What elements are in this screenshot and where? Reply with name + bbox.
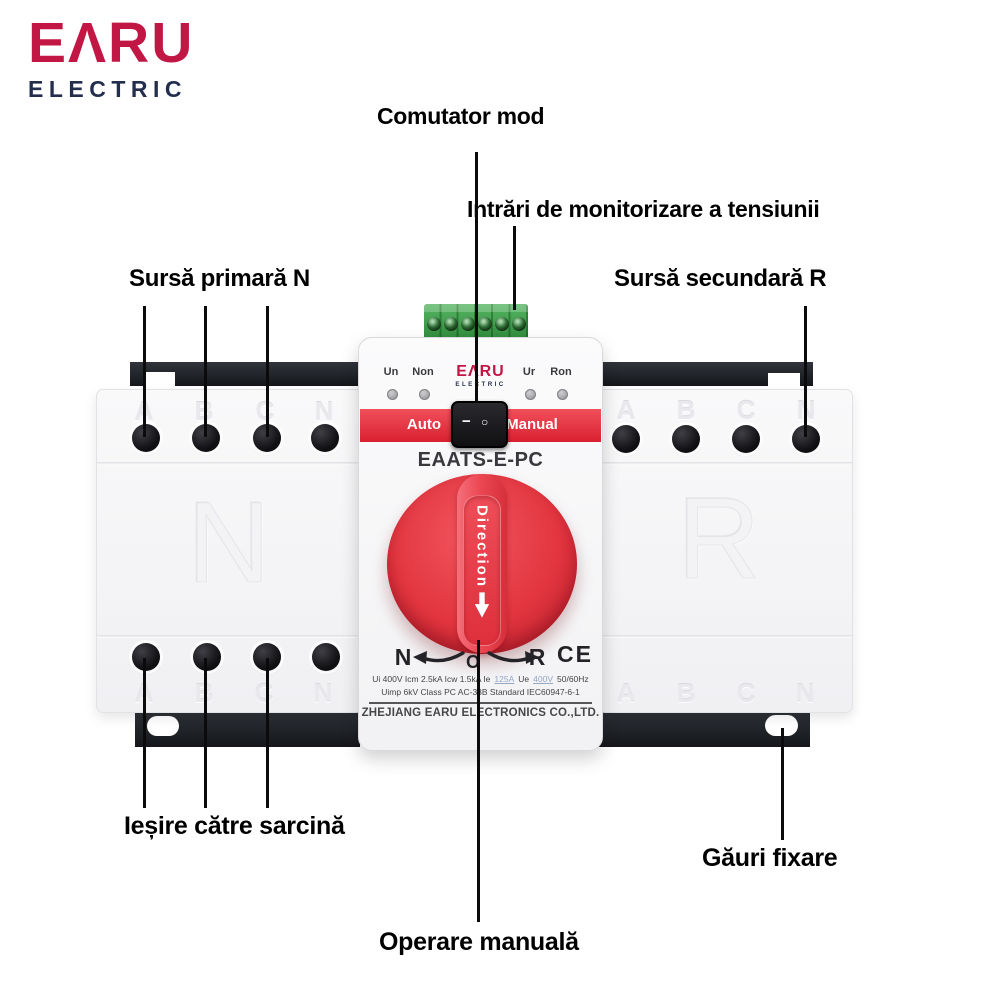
mounting-rail-top-left [130,362,360,386]
callout-line-primary-b [204,306,207,437]
callout-line-voltage-inputs [513,226,516,310]
indicator-label-non: Non [412,366,434,378]
breaker-section-r: A B C N R A B C N [598,389,853,713]
led-indicator-un [387,389,398,400]
terminal-screw [311,424,339,452]
callout-line-load-a [143,658,146,808]
led-indicator-ron [557,389,568,400]
section-letter-n: N [187,479,271,608]
callout-line-fixing-hole [781,728,784,840]
callout-line-load-c [266,658,269,808]
case-groove [599,635,852,638]
label-secondary-source-r: Sursă secundară R [614,265,827,292]
company-name: ZHEJIANG EARU ELECTRONICS CO.,LTD. [361,707,600,719]
terminal-label: B [676,395,696,425]
curved-arrow-right-icon [487,651,539,664]
spec-voltage-value: 400V [533,674,554,684]
direction-arrow-icon [474,592,490,618]
spec-standards: Uimp 6kV Class PC AC-33B Standard IEC609… [381,687,580,697]
position-label-off: O [465,652,481,672]
indicator-label-un: Un [383,366,399,378]
mounting-rail-bottom-right [597,708,810,747]
knob-handle-inset: Direction [463,495,501,646]
brand-logo: EΛRU ELECTRIC [28,11,195,103]
terminal-label: N [313,678,333,708]
terminal-screw [672,425,700,453]
mode-rocker-switch: − ○ [451,401,508,448]
case-groove [97,635,362,638]
module-brand-text: EΛRU [456,363,505,380]
terminal-screw [132,643,160,671]
terminal-label: B [676,678,696,708]
spec-current-value: 125A [494,674,515,684]
knob-direction-label: Direction [473,505,491,589]
spec-ratings: Ui 400V Icm 2.5kA Icw 1.5kA Ie [372,674,491,684]
label-output-to-load: Ieșire către sarcină [124,812,345,840]
ats-controller-module: Un Non Ur Ron EΛRU ELECTRIC Auto Manual … [358,337,603,751]
label-primary-source-n: Sursă primară N [129,265,310,292]
mounting-rail-bottom-left [135,708,360,747]
rocker-on-symbol: ○ [481,415,489,429]
terminal-label: A [616,395,636,425]
module-brand-subtitle: ELECTRIC [455,381,506,388]
mode-label-manual: Manual [506,416,558,433]
curved-arrow-left-icon [413,651,465,664]
terminal-label: N [795,678,815,708]
case-groove [599,462,852,465]
green-terminal-screw [426,317,441,331]
rocker-off-symbol: − [462,413,471,430]
led-indicator-non [419,389,430,400]
label-fixing-holes: Găuri fixare [702,844,838,872]
divider-line [369,702,592,704]
label-manual-operation: Operare manuală [379,928,579,956]
fixing-hole [147,716,179,736]
terminal-label: A [616,678,636,708]
brand-logo-text: EΛRU [28,11,195,75]
spec-frequency: 50/60Hz [557,674,589,684]
spec-line-2: Uimp 6kV Class PC AC-33B Standard IEC609… [359,687,602,697]
callout-line-manual-operation [477,640,480,922]
terminal-screw [193,643,221,671]
callout-line-load-b [204,658,207,808]
fixing-hole [765,715,798,736]
case-groove [97,462,362,465]
green-terminal-screw [511,317,526,331]
spec-ue-label: Ue [518,674,530,684]
callout-line-primary-c [266,306,269,437]
brand-logo-subtitle: ELECTRIC [28,75,187,102]
indicator-label-ur: Ur [522,366,536,378]
green-terminal-screw [460,317,475,331]
terminal-label: C [255,396,275,426]
terminal-label: C [736,678,756,708]
terminal-label: C [254,678,274,708]
rail-notch [143,372,175,386]
green-terminal-screw [443,317,458,331]
indicator-label-ron: Ron [550,366,572,378]
model-number: EAATS-E-PC [417,449,544,471]
position-label-r: R [528,644,546,670]
spec-line-1: Ui 400V Icm 2.5kA Icw 1.5kA Ie 125A Ue 4… [359,674,602,684]
label-mode-switch: Comutator mod [377,103,545,129]
terminal-screw [312,643,340,671]
callout-line-primary-a [143,306,146,437]
terminal-screw [732,425,760,453]
mounting-rail-top-right [597,362,813,386]
label-voltage-monitoring-inputs: Intrări de monitorizare a tensiunii [467,196,820,222]
led-indicator-ur [525,389,536,400]
terminal-screw [132,424,160,452]
terminal-label: N [314,396,334,426]
callout-line-secondary-n [804,306,807,437]
terminal-screw [612,425,640,453]
callout-line-mode-switch [475,152,478,402]
rail-notch [768,373,800,386]
section-letter-r: R [677,475,761,604]
mode-label-auto: Auto [406,416,442,433]
green-terminal-screw [477,317,492,331]
module-brand-logo: EΛRU ELECTRIC [359,363,602,389]
breaker-section-n: A B C N N A B C N [96,389,363,713]
position-label-n: N [394,644,412,670]
ce-mark: CE [557,641,593,667]
terminal-label: C [736,395,756,425]
green-terminal-screw [494,317,509,331]
